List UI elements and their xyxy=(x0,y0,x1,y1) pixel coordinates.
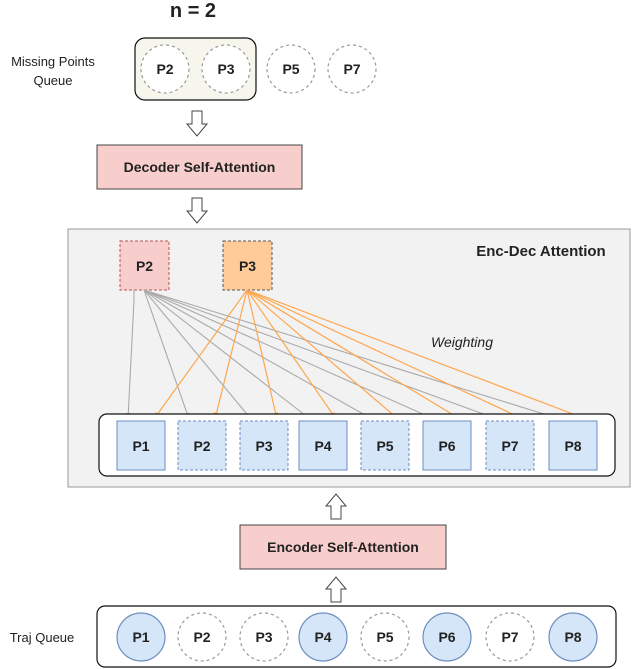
target-box-p1 xyxy=(116,420,166,471)
missing-queue-circle-p3 xyxy=(201,44,251,94)
down-arrow-icon xyxy=(185,110,209,137)
traj-circle-p4 xyxy=(298,612,348,662)
traj-queue-container xyxy=(96,605,617,668)
traj-label-p3: P3 xyxy=(255,629,272,645)
missing-queue-label-line2: Queue xyxy=(33,73,72,88)
attention-arrow-p3-to-p2 xyxy=(213,289,248,420)
attention-arrow-p3-to-p3 xyxy=(246,289,279,420)
encoder-output-container xyxy=(98,413,616,477)
weighting-label: Weighting xyxy=(431,334,493,350)
traj-label-p1: P1 xyxy=(132,629,149,645)
target-box-p2 xyxy=(177,420,227,471)
diagram-title: n = 2 xyxy=(170,0,216,22)
target-box-p6 xyxy=(422,420,472,471)
traj-queue-points: P1 P2 P3 P4 P5 P6 P7 P8 xyxy=(116,612,598,662)
attention-arrow-p2-to-p5 xyxy=(143,289,373,420)
target-box-p3 xyxy=(239,420,289,471)
traj-label-p5: P5 xyxy=(376,629,393,645)
missing-queue-circle-p7 xyxy=(327,44,377,94)
traj-label-p8: P8 xyxy=(564,629,581,645)
attention-arrow-p2-to-p2 xyxy=(143,289,190,420)
up-arrow-icon xyxy=(324,576,348,603)
traj-label-p4: P4 xyxy=(314,629,331,645)
missing-queue-circle-p2 xyxy=(140,44,190,94)
traj-circle-p1 xyxy=(116,612,166,662)
attention-arrow-p3-to-p4 xyxy=(246,289,337,420)
attention-arrow-p2-to-p3 xyxy=(143,289,252,420)
up-arrow-icon xyxy=(324,493,348,520)
target-label-p2: P2 xyxy=(193,438,210,454)
query-p2-label: P2 xyxy=(136,258,153,274)
missing-queue-circle-p5 xyxy=(266,44,316,94)
target-label-p6: P6 xyxy=(438,438,455,454)
target-label-p5: P5 xyxy=(376,438,393,454)
encoder-self-attention-box xyxy=(239,524,447,570)
missing-points-queue: P2 P3 P5 P7 xyxy=(140,44,377,94)
target-label-p3: P3 xyxy=(255,438,272,454)
decoder-self-attention-box xyxy=(96,144,303,190)
query-p2-box xyxy=(119,240,170,291)
enc-dec-attention-title: Enc-Dec Attention xyxy=(476,243,605,260)
missing-queue-label-p5: P5 xyxy=(282,61,299,77)
traj-circle-p2 xyxy=(177,612,227,662)
target-label-p1: P1 xyxy=(132,438,149,454)
attention-arrow-p2-to-p4 xyxy=(143,289,311,420)
traj-label-p2: P2 xyxy=(193,629,210,645)
target-box-p8 xyxy=(548,420,598,471)
attention-arrows xyxy=(125,289,587,420)
target-label-p8: P8 xyxy=(564,438,581,454)
missing-queue-label-p2: P2 xyxy=(156,61,173,77)
missing-queue-label-line1: Missing Points xyxy=(11,54,95,69)
traj-circle-p3 xyxy=(239,612,289,662)
target-box-p5 xyxy=(360,420,410,471)
encoder-output-points: P1 P2 P3 P4 P5 P6 P7 P8 xyxy=(116,420,598,471)
target-label-p7: P7 xyxy=(501,438,518,454)
traj-circle-p6 xyxy=(422,612,472,662)
attention-arrow-p3-to-p5 xyxy=(246,289,399,420)
attention-arrow-p2-to-p8 xyxy=(143,289,561,420)
decoder-self-attention-label: Decoder Self-Attention xyxy=(124,159,276,175)
encoder-self-attention-label: Encoder Self-Attention xyxy=(267,539,419,555)
missing-queue-label-p7: P7 xyxy=(343,61,360,77)
attention-arrow-p2-to-p1 xyxy=(125,290,135,420)
target-label-p4: P4 xyxy=(314,438,331,454)
attention-arrow-p3-to-p7 xyxy=(246,289,524,420)
attention-arrow-p2-to-p6 xyxy=(143,289,435,420)
attention-arrow-p3-to-p1 xyxy=(153,289,248,420)
target-box-p4 xyxy=(298,420,348,471)
traj-circle-p7 xyxy=(485,612,535,662)
traj-circle-p8 xyxy=(548,612,598,662)
traj-label-p7: P7 xyxy=(501,629,518,645)
attention-arrow-p3-to-p8 xyxy=(246,289,587,420)
target-box-p7 xyxy=(485,420,535,471)
traj-queue-label: Traj Queue xyxy=(10,630,75,645)
attention-arrow-p2-to-p7 xyxy=(143,289,498,420)
query-p3-label: P3 xyxy=(239,258,256,274)
traj-label-p6: P6 xyxy=(438,629,455,645)
missing-queue-label-p3: P3 xyxy=(217,61,234,77)
attention-arrow-p3-to-p6 xyxy=(246,289,461,420)
down-arrow-icon xyxy=(185,197,209,224)
traj-circle-p5 xyxy=(360,612,410,662)
